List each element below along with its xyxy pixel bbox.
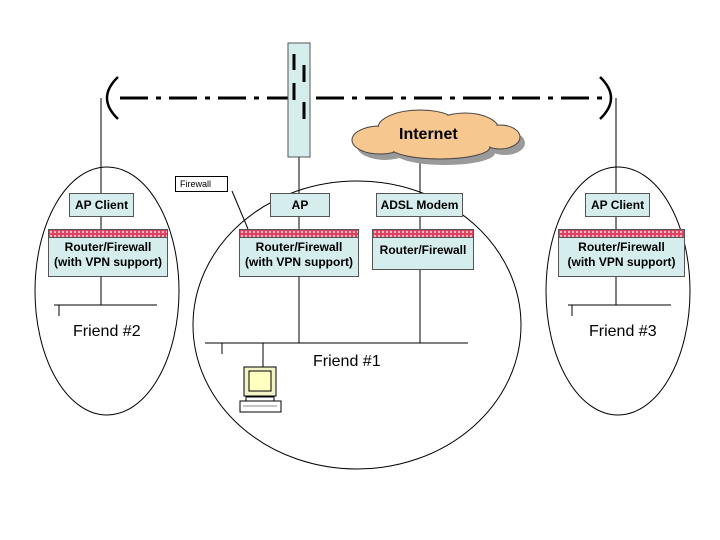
router-label: Router/Firewall xyxy=(255,240,343,254)
firewall-stripe xyxy=(240,230,358,238)
friend1-router-firewall-vpn-box: Router/Firewall (with VPN support) xyxy=(239,229,359,277)
friend3-router-firewall-box: Router/Firewall (with VPN support) xyxy=(558,229,685,277)
internet-label: Internet xyxy=(399,126,458,143)
vpn-support-label: (with VPN support) xyxy=(54,255,162,269)
friend1-site-ellipse xyxy=(192,180,522,470)
friend3-label: Friend #3 xyxy=(589,323,657,340)
friend3-site-ellipse xyxy=(545,166,691,416)
vpn-support-label: (with VPN support) xyxy=(245,255,353,269)
friend3-ap-client-box: AP Client xyxy=(585,193,650,217)
friend2-site-ellipse xyxy=(34,166,180,416)
friend1-ap-box: AP xyxy=(270,193,330,217)
friend1-adsl-modem-box: ADSL Modem xyxy=(376,193,463,217)
friend1-adsl-router-firewall-box: Router/Firewall xyxy=(372,229,474,270)
router-label: Router/Firewall xyxy=(578,240,665,254)
firewall-callout-leader xyxy=(231,190,249,230)
ap-tower-icon xyxy=(287,42,311,158)
friend1-label: Friend #1 xyxy=(313,353,381,370)
firewall-stripe xyxy=(559,230,684,238)
firewall-stripe xyxy=(373,230,473,238)
friend2-antenna-icon xyxy=(105,76,119,120)
internet-cloud-icon xyxy=(351,109,525,165)
router-label: Router/Firewall xyxy=(64,240,152,254)
friend2-router-firewall-box: Router/Firewall (with VPN support) xyxy=(48,229,168,277)
firewall-stripe xyxy=(49,230,167,238)
firewall-callout: Firewall xyxy=(175,176,228,192)
friend2-label: Friend #2 xyxy=(73,323,141,340)
computer-icon xyxy=(239,366,282,413)
friend2-ap-client-box: AP Client xyxy=(69,193,134,217)
router-label: Router/Firewall xyxy=(379,243,467,257)
friend3-antenna-icon xyxy=(599,76,613,120)
vpn-support-label: (with VPN support) xyxy=(567,255,676,269)
